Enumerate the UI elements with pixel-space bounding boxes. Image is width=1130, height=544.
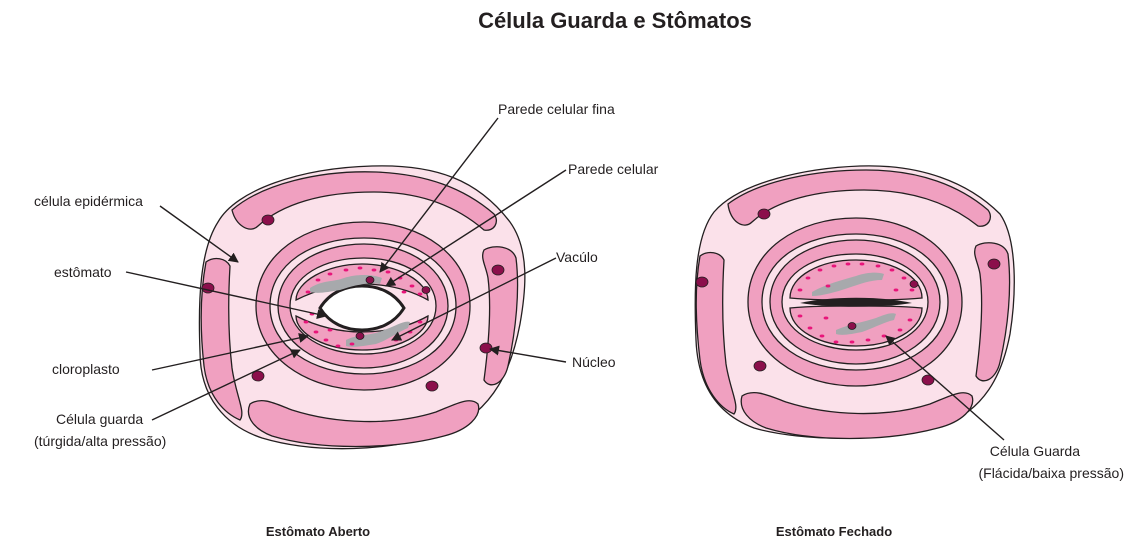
caption-aberto: Estômato Aberto bbox=[266, 524, 370, 539]
arrow-epidermica bbox=[159, 205, 239, 263]
arrow-parede bbox=[385, 169, 567, 287]
open-vacuole-top bbox=[310, 275, 382, 293]
closed-stomata bbox=[694, 165, 1015, 440]
caption-fechado: Estômato Fechado bbox=[776, 524, 892, 539]
closed-outer-cell-right bbox=[974, 242, 1011, 382]
label-guarda-aberta-1: Célula guarda bbox=[56, 411, 143, 427]
open-nuclei bbox=[201, 214, 505, 392]
label-parede: Parede celular bbox=[568, 161, 659, 177]
label-guarda-fechada-2: (Flácida/baixa pressão) bbox=[978, 465, 1124, 481]
arrow-vacuolo bbox=[391, 257, 557, 341]
label-guarda-fechada-1: Célula Guarda bbox=[990, 443, 1080, 459]
closed-nuclei bbox=[695, 208, 1001, 386]
label-estomato: estômato bbox=[54, 264, 112, 280]
label-epidermica: célula epidérmica bbox=[34, 193, 143, 209]
label-guarda-aberta-2: (túrgida/alta pressão) bbox=[34, 433, 166, 449]
arrow-estomato bbox=[125, 271, 327, 319]
leader-lines bbox=[125, 117, 1005, 441]
closed-outer-cell-left bbox=[695, 251, 737, 415]
arrow-parede-fina bbox=[379, 117, 499, 273]
closed-vacuole-top bbox=[812, 272, 884, 296]
label-vacuolo: Vacúlo bbox=[556, 249, 598, 265]
label-parede-fina: Parede celular fina bbox=[498, 101, 615, 117]
closed-pore bbox=[800, 297, 912, 307]
closed-outer-cell-bottom bbox=[740, 392, 974, 440]
label-cloroplasto: cloroplasto bbox=[52, 361, 120, 377]
open-pore bbox=[318, 284, 406, 332]
diagram-title: Célula Guarda e Stômatos bbox=[478, 8, 752, 33]
open-outer-cell-bottom bbox=[247, 400, 480, 448]
arrow-nucleo bbox=[489, 345, 567, 363]
open-stomata bbox=[198, 165, 526, 450]
arrow-cloroplasto bbox=[151, 333, 309, 371]
label-nucleo: Núcleo bbox=[572, 354, 616, 370]
open-vacuole-bottom bbox=[346, 321, 410, 347]
open-outer-cell-left bbox=[200, 257, 243, 421]
arrow-guarda-aberta bbox=[151, 349, 301, 421]
arrow-guarda-fechada bbox=[885, 335, 1005, 441]
closed-chloroplasts bbox=[797, 262, 915, 344]
